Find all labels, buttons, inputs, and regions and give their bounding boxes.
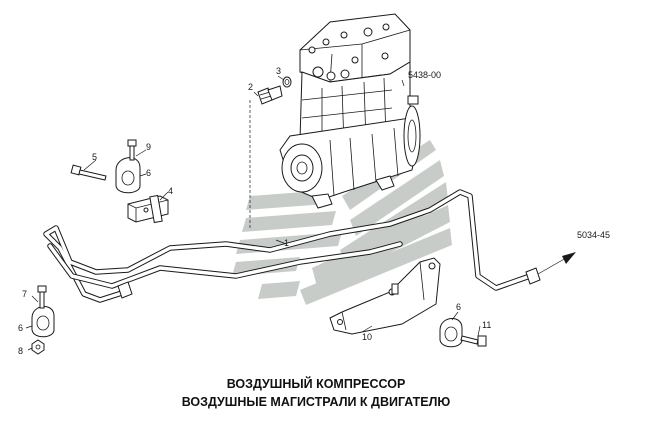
label-part-8: 8 xyxy=(18,346,23,356)
label-part-2: 2 xyxy=(248,82,253,92)
bolt-9 xyxy=(127,139,137,161)
bracket-10 xyxy=(329,257,441,335)
caption-line-2: ВОЗДУШНЫЕ МАГИСТРАЛИ К ДВИГАТЕЛЮ xyxy=(182,395,451,409)
clamp-6-right xyxy=(439,318,463,348)
screw-5 xyxy=(70,164,107,181)
label-part-10: 10 xyxy=(362,332,372,342)
continuation-arrow xyxy=(537,252,576,275)
label-part-7: 7 xyxy=(22,289,27,299)
clamp-6-left xyxy=(31,306,55,338)
label-part-6-left: 6 xyxy=(18,323,23,333)
label-part-9: 9 xyxy=(146,142,151,152)
air-pipe-1 xyxy=(43,189,541,303)
label-continuation: 5034-45 xyxy=(577,230,610,240)
nut-8 xyxy=(31,339,45,355)
label-part-1: 1 xyxy=(284,238,289,248)
leader-lines xyxy=(25,75,481,351)
bolt-11 xyxy=(460,335,487,347)
label-part-6-right: 6 xyxy=(456,302,461,312)
bracket-4 xyxy=(127,194,169,224)
label-part-3: 3 xyxy=(276,66,281,76)
label-part-6-upper: 6 xyxy=(146,168,151,178)
seal-ring-3 xyxy=(282,76,292,88)
air-compressor xyxy=(279,13,421,209)
caption-line-1: ВОЗДУШНЫЙ КОМПРЕССОР xyxy=(227,376,406,391)
label-compressor: 5438-00 xyxy=(408,70,441,80)
label-part-4: 4 xyxy=(168,186,173,196)
fitting-2 xyxy=(257,85,283,105)
label-part-5: 5 xyxy=(92,152,97,162)
bolt-7 xyxy=(37,285,47,309)
clamp-6-upper xyxy=(115,157,141,194)
label-part-11: 11 xyxy=(482,320,491,330)
